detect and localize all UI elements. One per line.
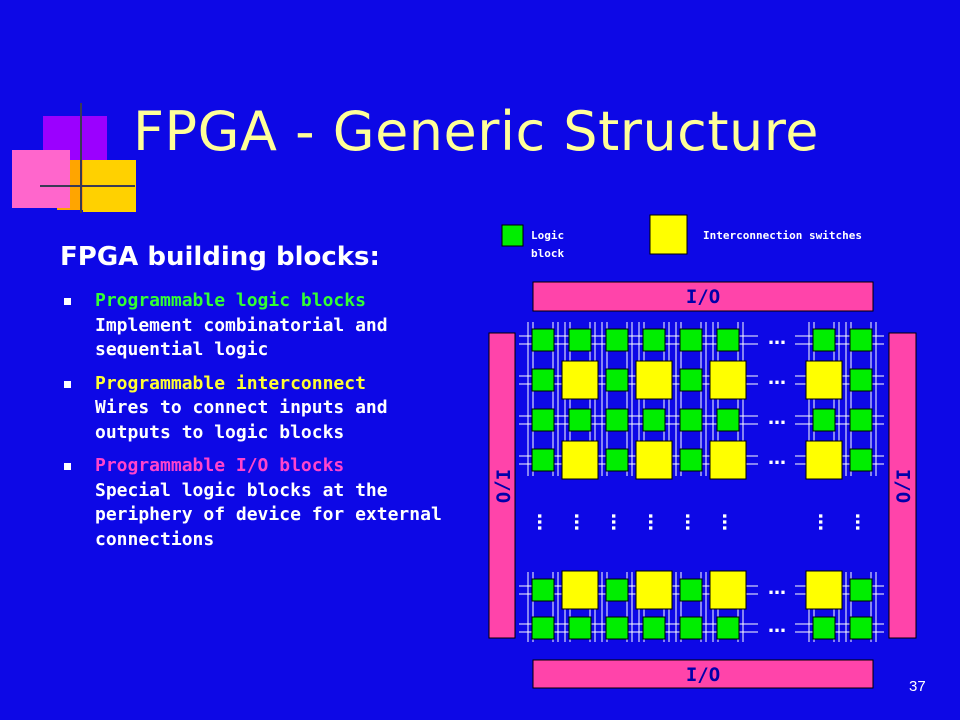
ellipsis-vertical: … <box>718 513 739 531</box>
page-number: 37 <box>909 678 926 695</box>
io-block-right <box>888 332 917 639</box>
io-block-left <box>488 332 516 639</box>
logic-block <box>568 408 592 432</box>
logic-block <box>642 616 666 640</box>
logic-block <box>849 368 873 392</box>
logic-block <box>605 616 629 640</box>
bullet-heading: Programmable I/O blocks <box>95 455 345 476</box>
logic-block <box>531 328 555 352</box>
logic-block <box>531 616 555 640</box>
logic-block <box>568 328 592 352</box>
slide-title: FPGA - Generic Structure <box>133 100 819 163</box>
logic-block <box>642 328 666 352</box>
logic-block <box>716 328 740 352</box>
legend-switch-swatch <box>649 214 688 255</box>
interconnection-switch <box>709 440 747 480</box>
ellipsis-vertical: … <box>533 513 554 531</box>
bullet-text: Special logic blocks at the periphery of… <box>95 479 442 550</box>
io-block-top <box>532 281 874 312</box>
logic-block <box>679 616 703 640</box>
ellipsis-vertical: … <box>851 513 872 531</box>
interconnection-switch <box>635 360 673 400</box>
logic-block <box>679 328 703 352</box>
interconnection-switch <box>709 570 747 610</box>
ellipsis-horizontal: … <box>768 368 786 389</box>
logic-block <box>605 408 629 432</box>
bullet-heading: Programmable interconnect <box>95 372 366 394</box>
logic-block <box>849 578 873 602</box>
ellipsis-horizontal: … <box>768 578 786 599</box>
logic-block <box>849 328 873 352</box>
interconnection-switch <box>561 360 599 400</box>
ellipsis-vertical: … <box>570 513 591 531</box>
interconnection-switch <box>805 570 843 610</box>
logic-block <box>605 448 629 472</box>
continuation-dots: … … … … … … … … … … … … … … <box>533 328 872 637</box>
interconnection-switch <box>805 360 843 400</box>
legend-logic-swatch <box>501 224 524 247</box>
logic-block <box>716 408 740 432</box>
bullet-heading: Programmable logic blocks <box>95 290 366 311</box>
interconnection-switch <box>561 440 599 480</box>
bullet-text: Wires to connect inputs and outputs to l… <box>95 397 388 443</box>
deco-line-horizontal <box>40 185 135 187</box>
bullet-text: Implement combinatorial and sequential l… <box>95 314 388 361</box>
logic-block <box>679 578 703 602</box>
logic-block <box>679 408 703 432</box>
bullet-logic-blocks: Programmable logic blocks Implement comb… <box>64 289 474 363</box>
logic-block <box>679 448 703 472</box>
ellipsis-vertical: … <box>644 513 665 531</box>
ellipsis-vertical: … <box>607 513 628 531</box>
ellipsis-horizontal: … <box>768 408 786 429</box>
block-array <box>531 328 873 640</box>
logic-block <box>679 368 703 392</box>
deco-square-pink <box>12 150 70 208</box>
bullet-marker <box>64 298 71 305</box>
logic-block <box>531 578 555 602</box>
io-label-right: I/O <box>892 469 914 503</box>
legend-switch-label: Interconnection switches <box>703 229 862 242</box>
ellipsis-horizontal: … <box>768 448 786 469</box>
logic-block <box>605 368 629 392</box>
deco-line-vertical <box>80 103 82 213</box>
logic-block <box>812 616 836 640</box>
io-label-bottom: I/O <box>686 664 720 686</box>
interconnection-switch <box>709 360 747 400</box>
logic-block <box>531 368 555 392</box>
legend: Logic block Interconnection switches <box>501 214 862 260</box>
logic-block <box>531 448 555 472</box>
legend-logic-label: Logic block <box>531 229 571 260</box>
ellipsis-vertical: … <box>681 513 702 531</box>
interconnection-switch <box>635 570 673 610</box>
logic-block <box>812 328 836 352</box>
interconnection-switch <box>805 440 843 480</box>
interconnection-switch <box>561 570 599 610</box>
logic-block <box>849 616 873 640</box>
ellipsis-horizontal: … <box>768 616 786 637</box>
logic-block <box>642 408 666 432</box>
bullet-marker <box>64 463 71 470</box>
logic-block <box>716 616 740 640</box>
slide-subtitle: FPGA building blocks: <box>60 242 380 272</box>
ellipsis-vertical: … <box>814 513 835 531</box>
logic-block <box>605 328 629 352</box>
io-blocks: I/O I/O I/O I/O <box>488 281 917 689</box>
io-label-left: I/O <box>492 469 514 503</box>
ellipsis-horizontal: … <box>768 328 786 349</box>
logic-block <box>849 448 873 472</box>
logic-block <box>849 408 873 432</box>
logic-block <box>812 408 836 432</box>
bullet-marker <box>64 380 71 388</box>
bullet-list: Programmable logic blocks Implement comb… <box>64 289 474 561</box>
io-label-top: I/O <box>686 286 720 308</box>
interconnection-switch <box>635 440 673 480</box>
bullet-io-blocks: Programmable I/O blocks Special logic bl… <box>64 454 474 552</box>
bullet-interconnect: Programmable interconnect Wires to conne… <box>64 372 474 446</box>
logic-block <box>568 616 592 640</box>
io-block-bottom <box>532 659 874 689</box>
logic-block <box>531 408 555 432</box>
logic-block <box>605 578 629 602</box>
